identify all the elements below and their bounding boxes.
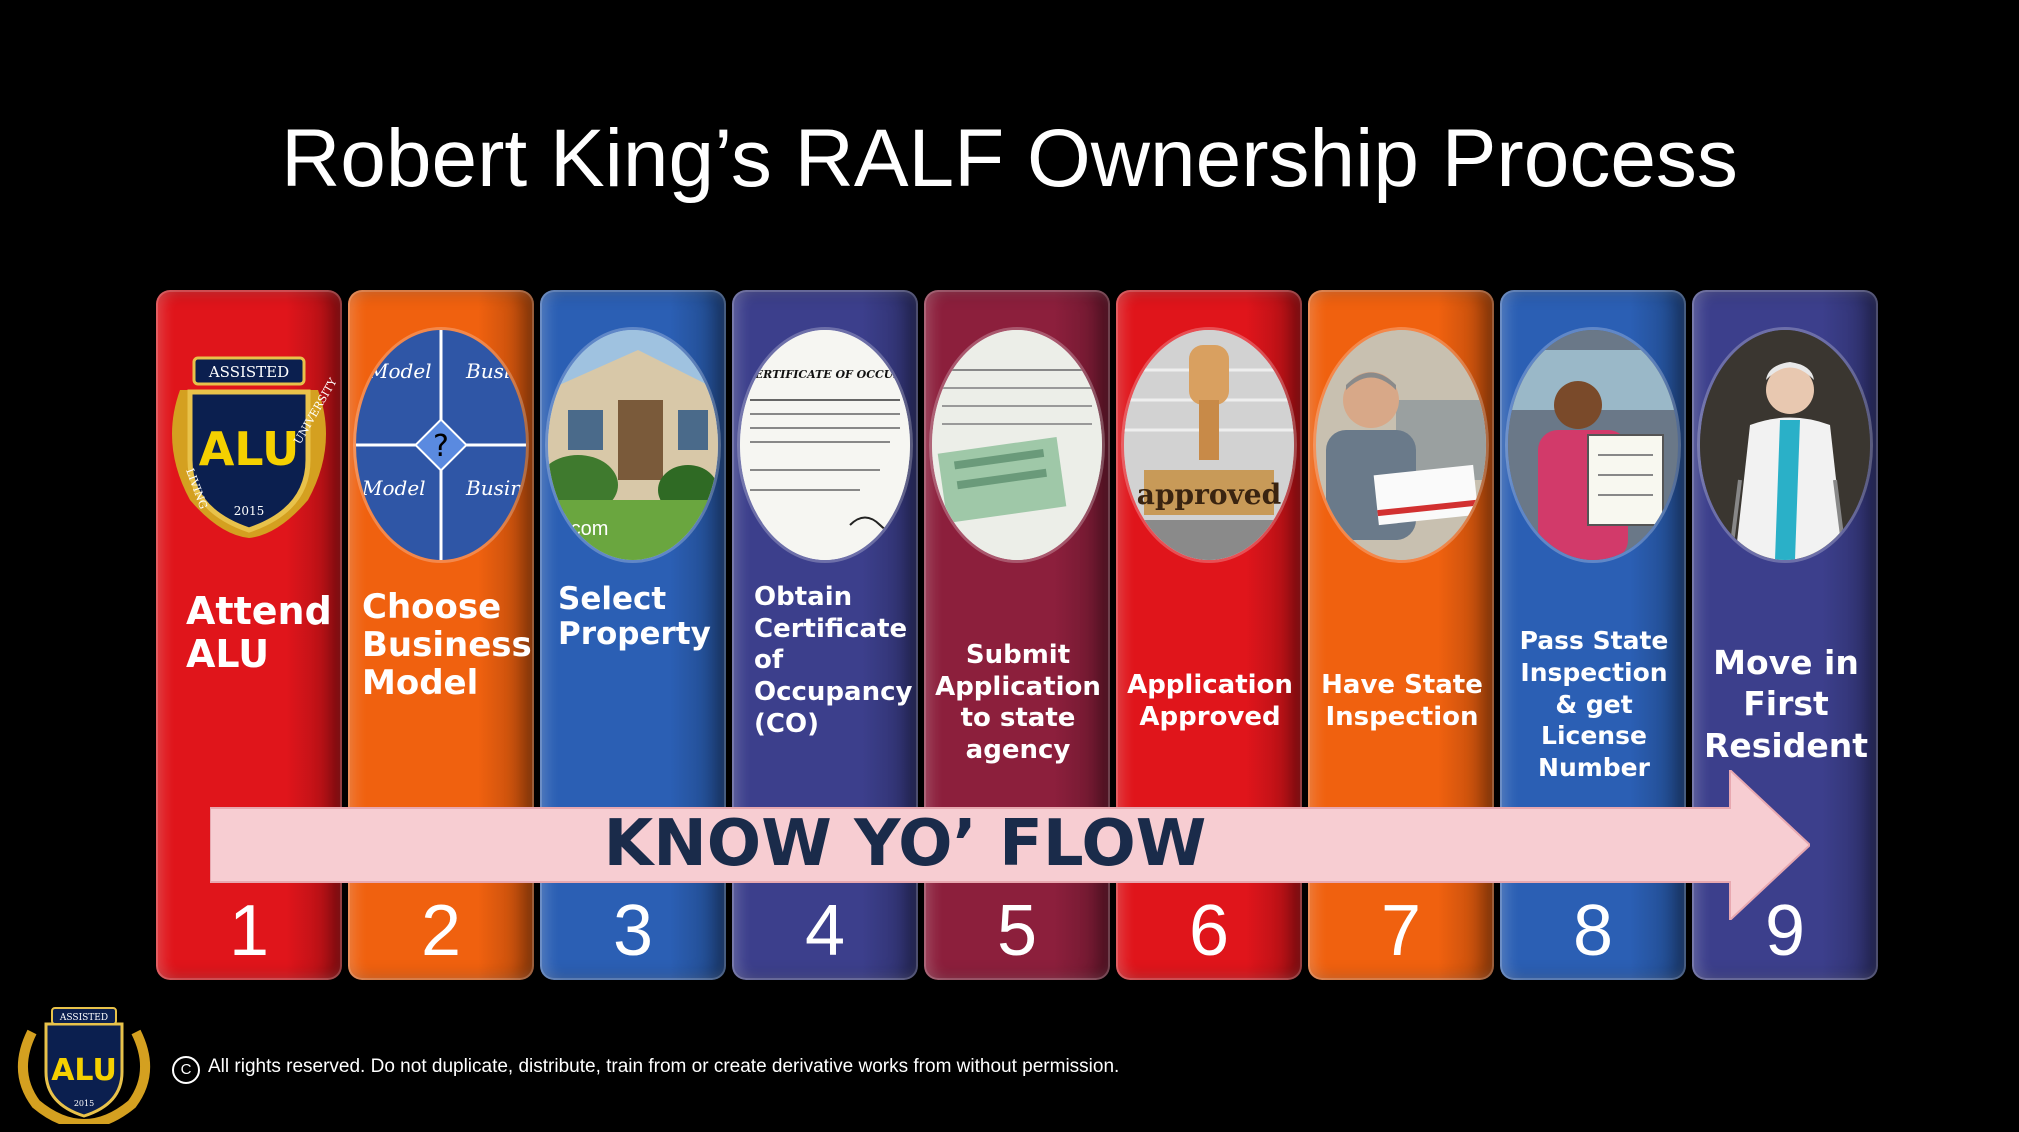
svg-text:Busin: Busin — [465, 476, 523, 500]
step-8-label: Pass State Inspection & get License Numb… — [1519, 626, 1669, 782]
svg-text:o.com: o.com — [554, 518, 608, 540]
step-5-label: Submit Application to state agency — [935, 640, 1101, 766]
page-title: Robert King’s RALF Ownership Process — [281, 113, 1738, 204]
svg-text:ASSISTED: ASSISTED — [208, 363, 289, 381]
step-4-image: CERTIFICATE OF OCCUPANCY — [740, 330, 910, 560]
copyright-text: All rights reserved. Do not duplicate, d… — [208, 1056, 1120, 1077]
step-1-panel: ASSISTED ALU LIVING UNIVERSITY 2015 Atte… — [156, 290, 342, 980]
svg-text:?: ? — [433, 429, 449, 464]
step-9-number: 9 — [1764, 891, 1806, 971]
step-2-label: Choose Business Model — [362, 587, 532, 704]
step-1-label: Attend ALU — [186, 589, 332, 676]
step-5-image — [932, 330, 1102, 560]
step-6-label: Application Approved — [1127, 670, 1293, 732]
step-6-image: approved — [1124, 330, 1294, 560]
alu-logo-footer: ASSISTED ALU 2015 — [14, 1002, 154, 1130]
step-7-label: Have State Inspection — [1321, 670, 1483, 732]
step-4-number: 4 — [804, 891, 846, 971]
svg-text:2015: 2015 — [74, 1099, 94, 1108]
step-3-number: 3 — [612, 891, 654, 971]
step-2-number: 2 — [420, 891, 462, 971]
svg-text:ASSISTED: ASSISTED — [59, 1013, 108, 1023]
arrow-text: KNOW YO’ FLOW — [603, 807, 1207, 881]
step-1-number: 1 — [228, 891, 270, 971]
step-6-number: 6 — [1188, 891, 1230, 971]
svg-text:2015: 2015 — [234, 504, 265, 518]
copyright-icon: C — [172, 1056, 200, 1084]
svg-text:Busi: Busi — [465, 359, 510, 383]
step-9-image — [1700, 330, 1870, 560]
svg-text:ALU: ALU — [51, 1053, 117, 1088]
step-9-label: Move in First Resident — [1703, 643, 1869, 765]
svg-text:Model: Model — [361, 476, 426, 500]
step-7-number: 7 — [1380, 891, 1422, 971]
svg-text:approved: approved — [1137, 478, 1281, 511]
step-8-image — [1508, 330, 1678, 560]
step-3-label: Select Property — [558, 581, 711, 652]
step-8-number: 8 — [1572, 891, 1614, 971]
step-7-image — [1316, 330, 1486, 560]
step-4-label: Obtain Certificate of Occupancy (CO) — [754, 582, 913, 739]
step-5-number: 5 — [996, 891, 1038, 971]
step-1-logo: ASSISTED ALU LIVING UNIVERSITY 2015 — [160, 350, 340, 540]
svg-text:CERTIFICATE OF OCCUPANCY: CERTIFICATE OF OCCUPANCY — [746, 368, 910, 381]
svg-text:Model: Model — [367, 359, 432, 383]
step-3-image: o.com — [548, 330, 718, 560]
flow-arrow — [210, 770, 1810, 920]
svg-text:ALU: ALU — [199, 422, 300, 476]
step-2-image: ? Model Busi Model Busin — [356, 330, 526, 560]
